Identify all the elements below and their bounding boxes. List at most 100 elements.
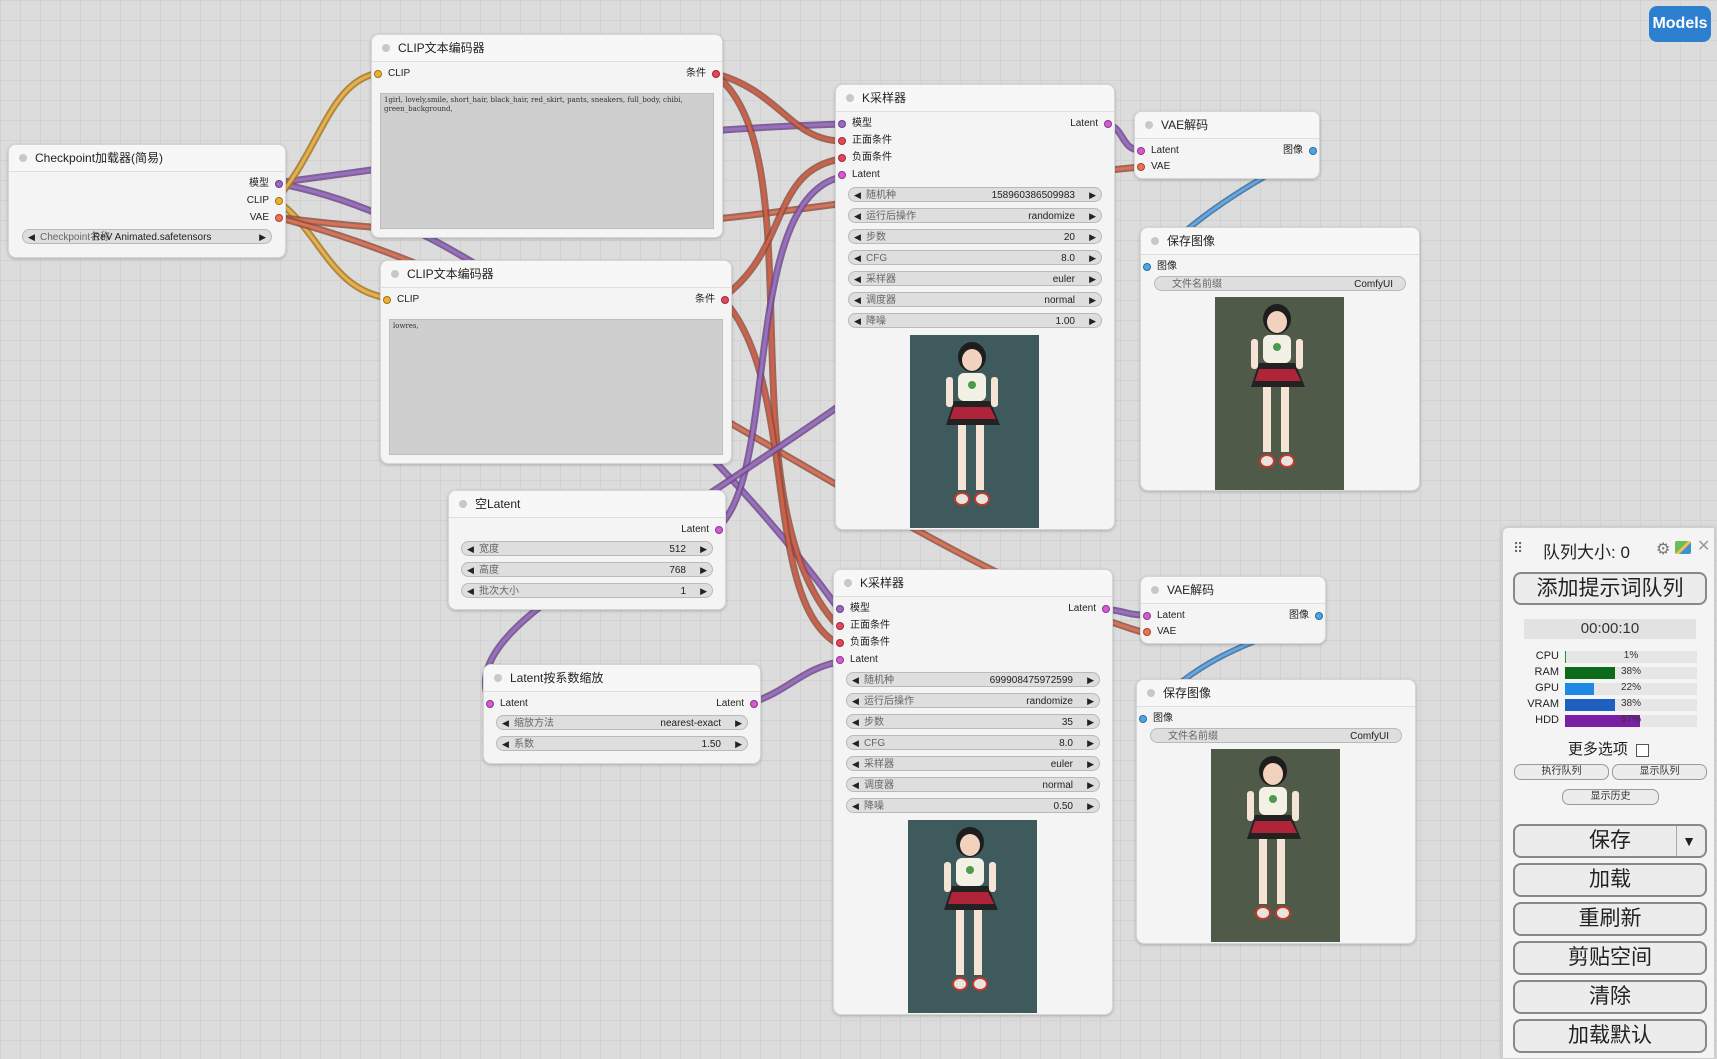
right-arrow-icon[interactable]: ▶: [1087, 801, 1094, 811]
left-arrow-icon[interactable]: ◀: [28, 232, 35, 242]
output-latent[interactable]: Latent: [1068, 602, 1112, 616]
right-arrow-icon[interactable]: ▶: [1089, 295, 1096, 305]
output-clip[interactable]: CLIP: [247, 194, 285, 208]
vae-output-dot[interactable]: [275, 214, 283, 222]
right-arrow-icon[interactable]: ▶: [700, 544, 707, 554]
right-arrow-icon[interactable]: ▶: [259, 232, 266, 242]
clip-input-dot[interactable]: [374, 70, 382, 78]
right-arrow-icon[interactable]: ▶: [1087, 696, 1094, 706]
output-latent[interactable]: Latent: [1070, 117, 1114, 131]
vae-decode-node-1[interactable]: VAE解码 Latent VAE 图像: [1134, 111, 1320, 179]
left-arrow-icon[interactable]: ◀: [854, 274, 861, 284]
clear-button[interactable]: 清除: [1513, 980, 1707, 1014]
positive-input-dot[interactable]: [836, 622, 844, 630]
latent-input-dot[interactable]: [836, 656, 844, 664]
input-negative[interactable]: 负面条件: [834, 636, 890, 650]
input-model[interactable]: 模型: [836, 117, 872, 131]
input-latent[interactable]: Latent: [834, 653, 878, 667]
image-input-dot[interactable]: [1139, 715, 1147, 723]
gallery-icon[interactable]: [1675, 541, 1691, 554]
vae-input-dot[interactable]: [1143, 628, 1151, 636]
model-input-dot[interactable]: [836, 605, 844, 613]
input-vae[interactable]: VAE: [1141, 625, 1176, 639]
negative-input-dot[interactable]: [838, 154, 846, 162]
left-arrow-icon[interactable]: ◀: [502, 739, 509, 749]
right-arrow-icon[interactable]: ▶: [1087, 738, 1094, 748]
left-arrow-icon[interactable]: ◀: [852, 780, 859, 790]
models-button[interactable]: Models: [1649, 6, 1711, 42]
queue-prompt-button[interactable]: 添加提示词队列: [1513, 572, 1707, 605]
chevron-down-icon[interactable]: ▼: [1676, 826, 1701, 856]
ckpt-name-widget[interactable]: ◀ Checkpoint名称 ReV Animated.safetensors …: [22, 229, 272, 244]
positive-input-dot[interactable]: [838, 137, 846, 145]
clipspace-button[interactable]: 剪贴空间: [1513, 941, 1707, 975]
input-latent[interactable]: Latent: [1141, 609, 1185, 623]
negative-input-dot[interactable]: [836, 639, 844, 647]
left-arrow-icon[interactable]: ◀: [467, 586, 474, 596]
latent-output-dot[interactable]: [750, 700, 758, 708]
input-latent[interactable]: Latent: [836, 168, 880, 182]
input-latent[interactable]: Latent: [1135, 144, 1179, 158]
output-conditioning[interactable]: 条件: [695, 293, 731, 307]
image-output-dot[interactable]: [1315, 612, 1323, 620]
cond-output-dot[interactable]: [721, 296, 729, 304]
right-arrow-icon[interactable]: ▶: [700, 586, 707, 596]
close-icon[interactable]: ✕: [1697, 538, 1711, 555]
right-arrow-icon[interactable]: ▶: [1087, 675, 1094, 685]
latent-output-dot[interactable]: [715, 526, 723, 534]
output-image[interactable]: 图像: [1283, 144, 1319, 158]
input-negative[interactable]: 负面条件: [836, 151, 892, 165]
extra-options-checkbox[interactable]: [1636, 743, 1650, 757]
input-image[interactable]: 图像: [1141, 260, 1177, 274]
output-latent[interactable]: Latent: [716, 697, 760, 711]
drag-handle-icon[interactable]: ⠿: [1513, 540, 1524, 556]
image-input-dot[interactable]: [1143, 263, 1151, 271]
right-arrow-icon[interactable]: ▶: [1087, 717, 1094, 727]
left-arrow-icon[interactable]: ◀: [852, 801, 859, 811]
left-arrow-icon[interactable]: ◀: [467, 544, 474, 554]
right-arrow-icon[interactable]: ▶: [1089, 274, 1096, 284]
right-arrow-icon[interactable]: ▶: [735, 718, 742, 728]
right-arrow-icon[interactable]: ▶: [1089, 190, 1096, 200]
gear-icon[interactable]: ⚙: [1656, 541, 1671, 558]
input-clip[interactable]: CLIP: [381, 293, 419, 307]
left-arrow-icon[interactable]: ◀: [502, 718, 509, 728]
show-history-button[interactable]: 显示历史: [1562, 789, 1659, 805]
left-arrow-icon[interactable]: ◀: [854, 190, 861, 200]
right-arrow-icon[interactable]: ▶: [1087, 780, 1094, 790]
prompt-textarea[interactable]: 1girl, lovely,smile, short_hair, black_h…: [380, 93, 714, 229]
input-positive[interactable]: 正面条件: [836, 134, 892, 148]
image-output-dot[interactable]: [1309, 147, 1317, 155]
input-clip[interactable]: CLIP: [372, 67, 410, 81]
left-arrow-icon[interactable]: ◀: [854, 316, 861, 326]
model-input-dot[interactable]: [838, 120, 846, 128]
left-arrow-icon[interactable]: ◀: [854, 211, 861, 221]
right-arrow-icon[interactable]: ▶: [1089, 316, 1096, 326]
latent-input-dot[interactable]: [1143, 612, 1151, 620]
load-default-button[interactable]: 加载默认: [1513, 1019, 1707, 1053]
left-arrow-icon[interactable]: ◀: [852, 717, 859, 727]
vae-decode-node-2[interactable]: VAE解码 Latent VAE 图像: [1140, 576, 1326, 644]
output-latent[interactable]: Latent: [681, 523, 725, 537]
run-queue-button[interactable]: 执行队列: [1514, 764, 1609, 780]
output-vae[interactable]: VAE: [250, 211, 285, 225]
right-arrow-icon[interactable]: ▶: [700, 565, 707, 575]
